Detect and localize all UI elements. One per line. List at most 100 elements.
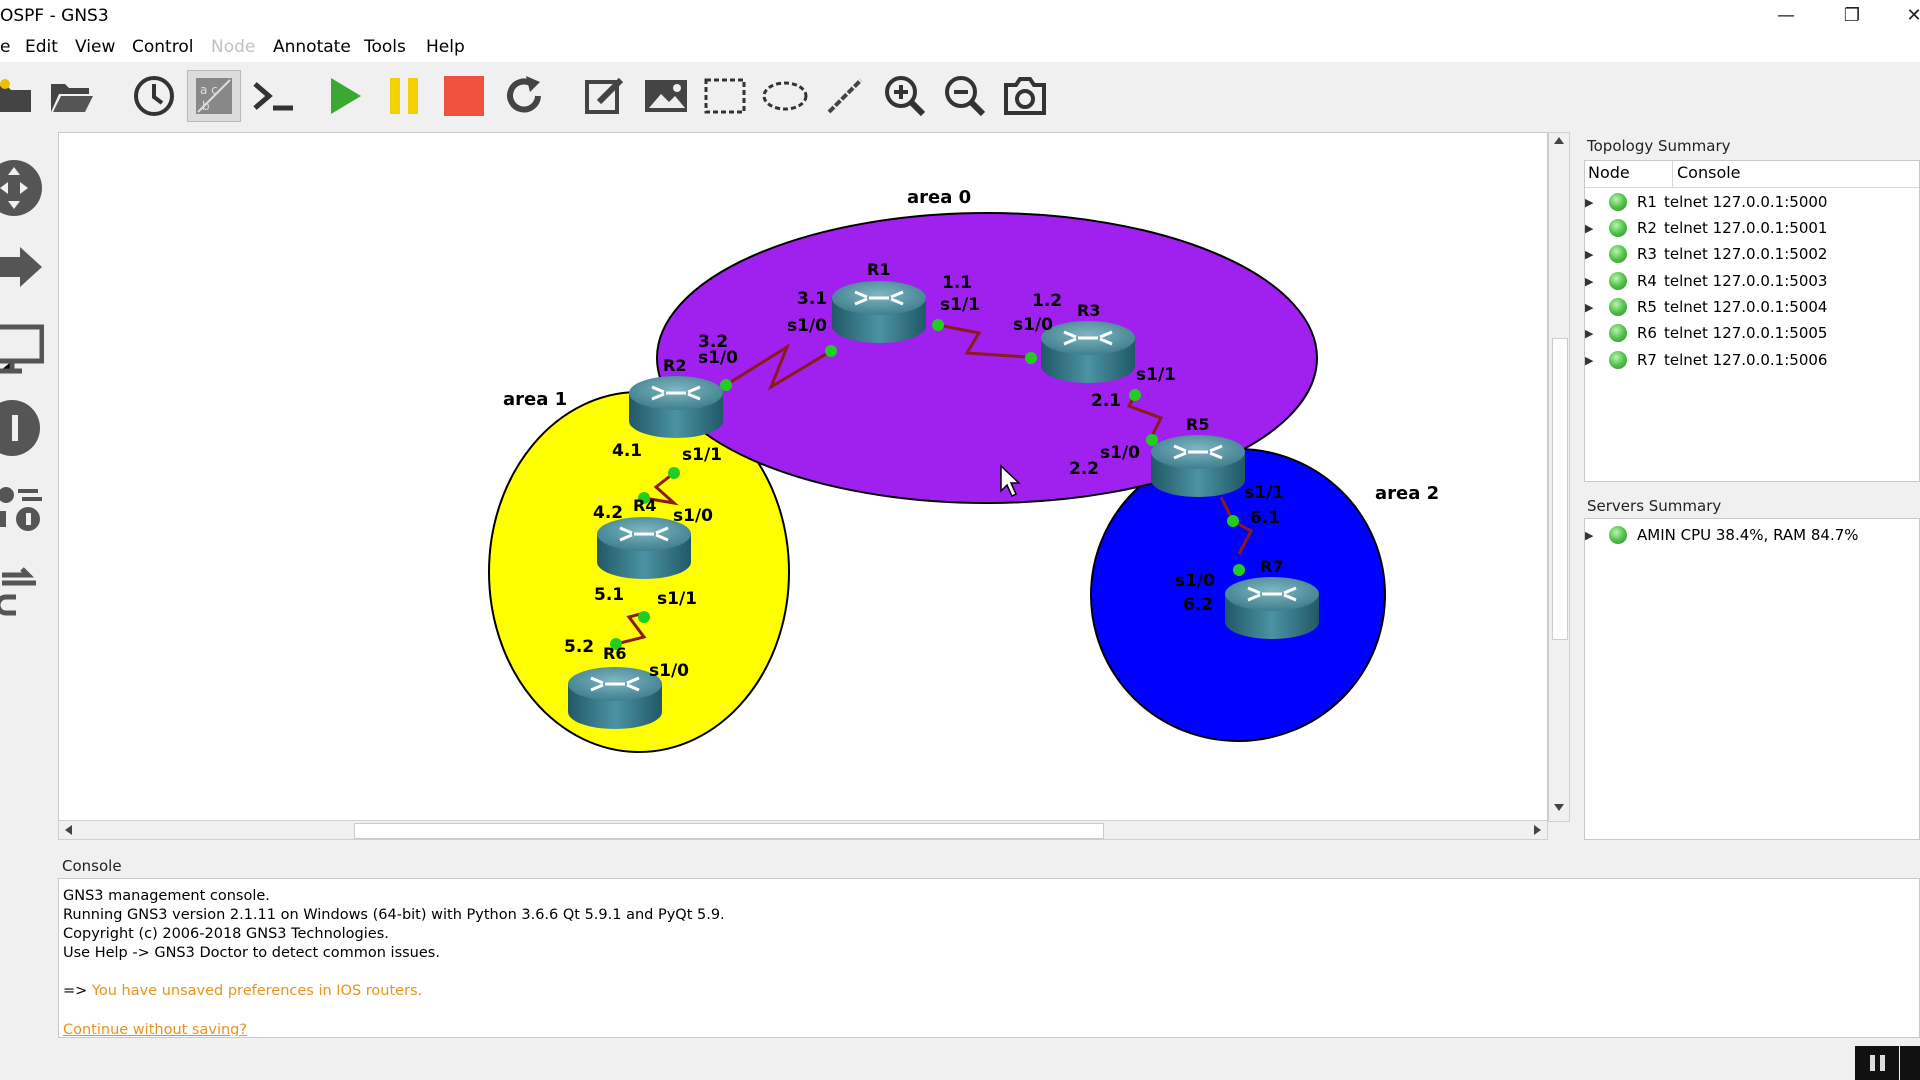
menu-edit[interactable]: Edit bbox=[25, 37, 58, 57]
interface-label: 4.2 bbox=[593, 503, 623, 523]
switches-icon[interactable] bbox=[0, 230, 50, 306]
expand-arrow-icon[interactable]: ▶ bbox=[1585, 528, 1594, 542]
router-r6-name: R6 bbox=[603, 644, 626, 663]
column-header-node[interactable]: Node bbox=[1588, 163, 1630, 182]
close-button[interactable]: ✕ bbox=[1906, 5, 1920, 26]
link-r1-r2[interactable] bbox=[725, 343, 832, 391]
console-all-icon[interactable] bbox=[247, 70, 301, 122]
security-devices-icon[interactable] bbox=[0, 390, 50, 466]
node-console: telnet 127.0.0.1:5005 bbox=[1664, 324, 1828, 342]
expand-arrow-icon[interactable]: ▶ bbox=[1585, 353, 1594, 367]
insert-image-icon[interactable] bbox=[639, 70, 693, 122]
servers-summary-panel bbox=[1584, 518, 1920, 840]
interface-label: s1/0 bbox=[787, 316, 827, 336]
servers-summary-title: Servers Summary bbox=[1587, 497, 1722, 515]
node-console: telnet 127.0.0.1:5002 bbox=[1664, 245, 1828, 263]
end-devices-icon[interactable] bbox=[0, 310, 50, 386]
all-devices-icon[interactable] bbox=[0, 470, 50, 546]
console-panel[interactable] bbox=[58, 878, 1920, 1038]
router-r1[interactable] bbox=[830, 279, 928, 345]
minimize-button[interactable]: — bbox=[1777, 5, 1795, 26]
scroll-thumb[interactable] bbox=[354, 823, 1104, 839]
status-green-icon bbox=[1609, 324, 1627, 342]
svg-text:a c: a c bbox=[200, 83, 218, 97]
link-r1-r3[interactable] bbox=[937, 323, 1028, 359]
zoom-in-icon[interactable] bbox=[878, 70, 932, 122]
expand-arrow-icon[interactable]: ▶ bbox=[1585, 195, 1594, 209]
topology-summary-title: Topology Summary bbox=[1587, 137, 1731, 155]
link-r4-r6[interactable] bbox=[615, 611, 647, 646]
menu-help[interactable]: Help bbox=[426, 37, 465, 57]
router-r2[interactable] bbox=[627, 374, 725, 440]
restore-button[interactable]: ❐ bbox=[1843, 5, 1861, 26]
start-all-icon[interactable] bbox=[318, 70, 372, 122]
link-r2-r4[interactable] bbox=[643, 471, 679, 506]
svg-text:b: b bbox=[202, 99, 210, 113]
recording-pause-icon[interactable] bbox=[1855, 1046, 1899, 1080]
recording-stop-icon[interactable] bbox=[1900, 1046, 1920, 1080]
expand-arrow-icon[interactable]: ▶ bbox=[1585, 247, 1594, 261]
router-r5[interactable] bbox=[1149, 433, 1247, 499]
new-project-icon[interactable] bbox=[0, 70, 40, 122]
open-project-icon[interactable] bbox=[45, 70, 99, 122]
topology-canvas[interactable]: area 0 area 1 area 2 bbox=[58, 132, 1548, 822]
draw-ellipse-icon[interactable] bbox=[758, 70, 812, 122]
stop-all-icon[interactable] bbox=[437, 70, 491, 122]
menu-annotate[interactable]: Annotate bbox=[273, 37, 351, 57]
node-console: telnet 127.0.0.1:5006 bbox=[1664, 351, 1828, 369]
router-r4[interactable] bbox=[595, 515, 693, 581]
port-dot bbox=[1146, 434, 1158, 446]
status-green-icon bbox=[1609, 272, 1627, 290]
scroll-down-arrow[interactable] bbox=[1554, 804, 1564, 811]
scroll-thumb[interactable] bbox=[1552, 338, 1568, 640]
router-r7[interactable] bbox=[1223, 575, 1321, 641]
server-row[interactable]: ▶ AMIN CPU 38.4%, RAM 84.7% bbox=[1585, 522, 1859, 548]
expand-arrow-icon[interactable]: ▶ bbox=[1585, 300, 1594, 314]
main-toolbar: a c b bbox=[0, 62, 1920, 130]
menu-file[interactable]: e bbox=[0, 37, 11, 57]
show-interface-labels-icon[interactable]: a c b bbox=[187, 70, 241, 122]
link-r5-r7[interactable] bbox=[1219, 496, 1254, 555]
draw-rectangle-icon[interactable] bbox=[698, 70, 752, 122]
interface-label: 5.2 bbox=[564, 637, 594, 657]
menu-control[interactable]: Control bbox=[132, 37, 194, 57]
add-link-icon[interactable] bbox=[0, 550, 50, 626]
link-r3-r5[interactable] bbox=[1126, 394, 1164, 439]
interface-label: 3.2 bbox=[698, 332, 728, 352]
continue-without-saving-link[interactable]: Continue without saving? bbox=[63, 1022, 248, 1036]
expand-arrow-icon[interactable]: ▶ bbox=[1585, 326, 1594, 340]
menu-tools[interactable]: Tools bbox=[364, 37, 406, 57]
server-status: AMIN CPU 38.4%, RAM 84.7% bbox=[1637, 526, 1859, 544]
canvas-horizontal-scrollbar[interactable] bbox=[58, 820, 1548, 840]
draw-line-icon[interactable] bbox=[818, 70, 872, 122]
menu-node[interactable]: Node bbox=[211, 37, 256, 57]
suspend-all-icon[interactable] bbox=[377, 70, 431, 122]
port-dot bbox=[720, 379, 732, 391]
scroll-left-arrow[interactable] bbox=[65, 825, 72, 835]
routers-icon[interactable] bbox=[0, 150, 50, 226]
add-note-icon[interactable] bbox=[578, 70, 632, 122]
screenshot-icon[interactable] bbox=[998, 70, 1052, 122]
expand-arrow-icon[interactable]: ▶ bbox=[1585, 274, 1594, 288]
router-r6[interactable] bbox=[566, 665, 664, 731]
expand-arrow-icon[interactable]: ▶ bbox=[1585, 221, 1594, 235]
interface-label: s1/0 bbox=[698, 348, 738, 368]
menu-view[interactable]: View bbox=[75, 37, 116, 57]
column-header-console[interactable]: Console bbox=[1677, 163, 1741, 182]
snapshot-icon[interactable] bbox=[127, 70, 181, 122]
scroll-right-arrow[interactable] bbox=[1534, 825, 1541, 835]
scroll-up-arrow[interactable] bbox=[1554, 137, 1564, 144]
canvas-vertical-scrollbar[interactable] bbox=[1548, 132, 1570, 822]
zoom-out-icon[interactable] bbox=[938, 70, 992, 122]
router-r3[interactable] bbox=[1039, 319, 1137, 385]
port-dot bbox=[1227, 515, 1239, 527]
reload-all-icon[interactable] bbox=[497, 70, 551, 122]
window-title: OSPF - GNS3 bbox=[0, 6, 109, 26]
